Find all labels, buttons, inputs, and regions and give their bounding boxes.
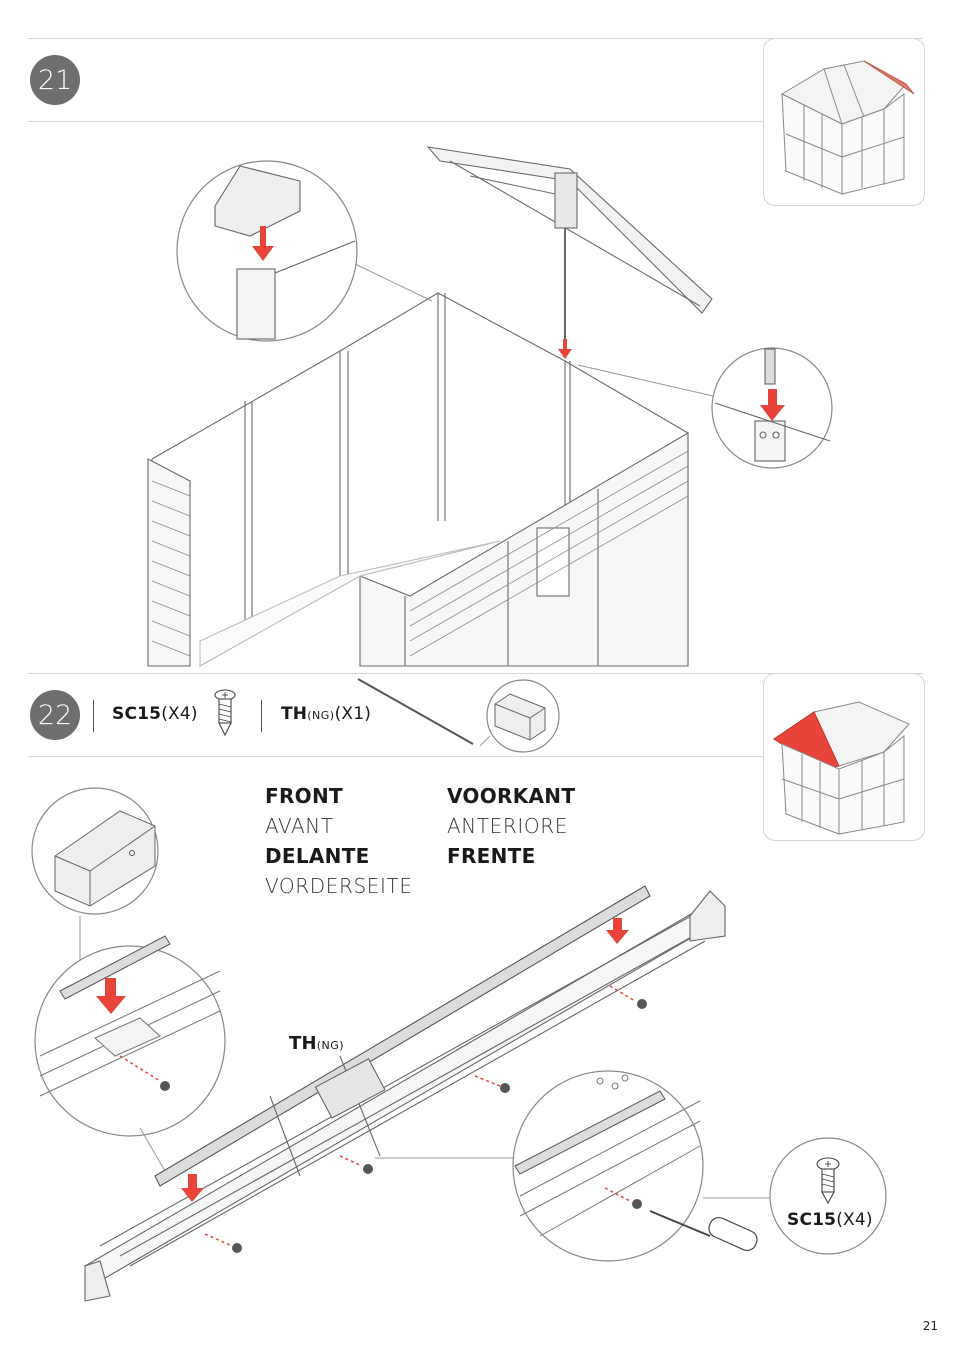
orientation-labels-col1: FRONT AVANT DELANTE VORDERSEITE — [265, 781, 413, 901]
step22-top-rule — [28, 673, 923, 674]
label-anteriore: ANTERIORE — [447, 814, 568, 838]
step21-thumbnail — [763, 38, 925, 206]
rod-part-code: TH — [281, 704, 308, 724]
top-rule — [28, 38, 923, 39]
label-avant: AVANT — [265, 814, 334, 838]
label-front: FRONT — [265, 784, 343, 808]
step22-thumbnail — [763, 673, 925, 841]
step-22-badge: 22 — [30, 690, 80, 740]
th-callout-label: TH(NG) — [289, 1033, 344, 1054]
label-delante: DELANTE — [265, 844, 370, 868]
rod-part-qty: (X1) — [334, 704, 372, 724]
label-vorderseite: VORDERSEITE — [265, 874, 413, 898]
th-callout-variant: (NG) — [316, 1039, 345, 1052]
page-number: 21 — [922, 1319, 938, 1333]
label-frente: FRENTE — [447, 844, 536, 868]
rod-part-label: TH(NG)(X1) — [281, 704, 371, 724]
step21-assembly-illustration — [147, 146, 833, 667]
sc15-callout-code: SC15 — [787, 1210, 837, 1230]
screw-icon — [214, 689, 236, 737]
greenhouse-thumbnail-icon — [772, 701, 910, 835]
step21-rule — [28, 121, 763, 122]
step-21-badge: 21 — [30, 55, 80, 105]
screw-part-code: SC15 — [112, 704, 162, 724]
rod-part-variant: (NG) — [307, 709, 335, 722]
sc15-callout-qty: (X4) — [836, 1210, 873, 1230]
greenhouse-thumbnail-icon — [780, 60, 915, 195]
header-divider-1 — [93, 700, 94, 732]
screw-part-qty: (X4) — [161, 704, 198, 724]
orientation-labels-col2: VOORKANT ANTERIORE FRENTE — [447, 781, 575, 871]
step22-rule — [28, 756, 763, 757]
screw-part-label: SC15(X4) — [112, 704, 198, 724]
header-divider-2 — [261, 700, 262, 732]
step22-assembly-illustration — [31, 787, 887, 1302]
th-callout-code: TH — [289, 1033, 317, 1054]
sc15-callout-label: SC15(X4) — [787, 1210, 873, 1230]
rod-part-icon — [357, 678, 560, 753]
label-voorkant: VOORKANT — [447, 784, 576, 808]
